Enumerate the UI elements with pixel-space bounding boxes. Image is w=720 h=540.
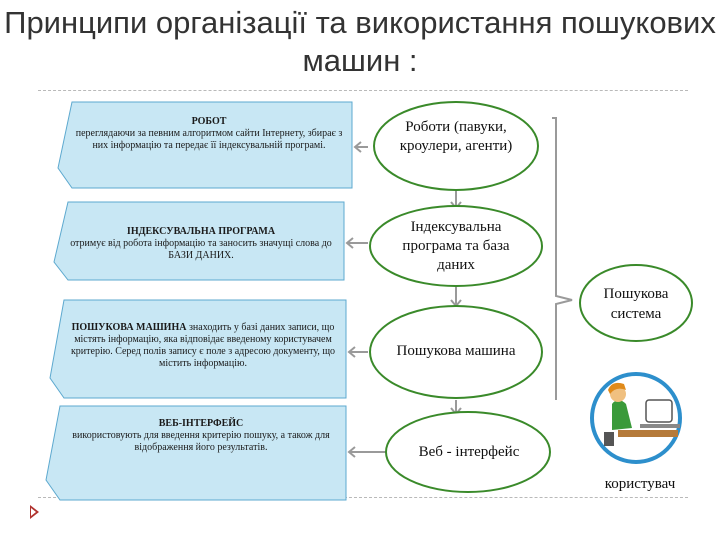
circle-indexer-label: Індексувальна програма та база даних — [402, 219, 510, 273]
user-label: користувач — [604, 476, 676, 492]
top-divider — [38, 90, 688, 91]
panel-search-engine: ПОШУКОВА МАШИНА знаходить у базі даних з… — [62, 322, 344, 370]
circle-search-machine — [369, 305, 543, 399]
circle-robots — [373, 101, 539, 191]
person-body-icon — [612, 400, 632, 430]
panel-web-interface-text: використовують для введення критерію пош… — [72, 430, 330, 453]
panel-search-engine-shape — [49, 299, 347, 399]
circle-search-machine-label: Пошукова машина — [396, 343, 516, 359]
desk-icon — [618, 430, 678, 437]
panel-web-interface-shape — [45, 405, 347, 501]
panel-indexer-shape — [53, 201, 345, 281]
panel-indexer: ІНДЕКСУВАЛЬНА ПРОГРАМА отримує від робот… — [60, 226, 342, 262]
monitor-icon — [645, 399, 673, 423]
connector-arrows — [345, 141, 388, 458]
slide-title: Принципи організації та використання пош… — [4, 5, 716, 78]
bottom-divider — [38, 497, 688, 498]
panel-robot-heading: РОБОТ — [191, 116, 227, 127]
panel-indexer-text: отримує від робота інформацію та заносит… — [70, 238, 332, 261]
slide-bullet-icon — [30, 505, 39, 519]
panel-robot-shape — [57, 101, 353, 189]
panel-web-interface-heading: ВЕБ-ІНТЕРФЕЙС — [158, 418, 244, 429]
search-system-label: Пошукова система — [603, 286, 669, 322]
circle-robots-label: Роботи (павуки, кроулери, агенти) — [399, 119, 513, 154]
circle-indexer — [369, 205, 543, 287]
user-illustration — [590, 372, 682, 464]
panel-search-engine-text: знаходить у базі даних записи, що містят… — [70, 322, 336, 369]
panel-indexer-heading: ІНДЕКСУВАЛЬНА ПРОГРАМА — [126, 226, 276, 237]
circle-web-interface-label: Веб - інтерфейс — [418, 444, 520, 460]
circle-web-interface — [385, 411, 551, 493]
panel-web-interface: ВЕБ-ІНТЕРФЕЙС використовують для введенн… — [58, 418, 344, 454]
panel-robot: РОБОТ переглядаючи за певним алгоритмом … — [70, 116, 348, 152]
panel-search-engine-heading: ПОШУКОВА МАШИНА — [71, 322, 187, 333]
system-bracket — [552, 117, 573, 400]
circle-search-system — [579, 264, 693, 342]
panel-robot-text: переглядаючи за певним алгоритмом сайти … — [75, 128, 343, 151]
